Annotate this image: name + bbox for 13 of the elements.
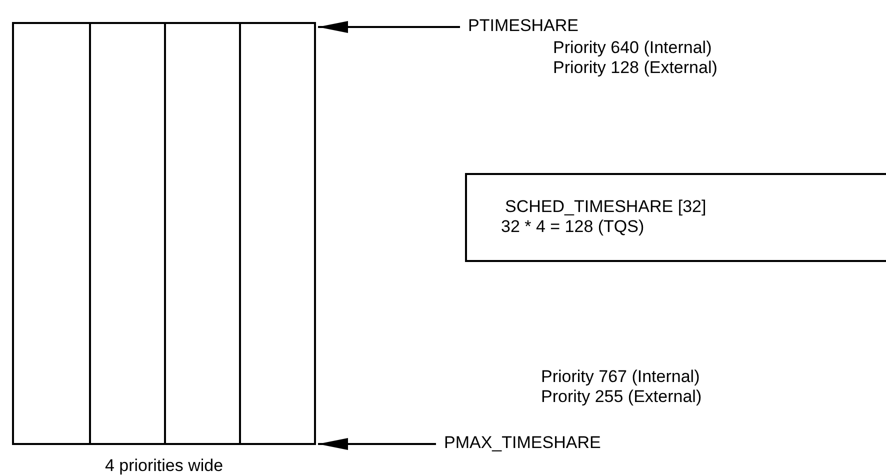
leader-arrow [318, 21, 460, 33]
priority-note: Priority 128 (External) [553, 58, 718, 78]
priority-table [12, 22, 316, 445]
leader-arrow [318, 438, 436, 450]
priority-note: Priority 640 (Internal) [553, 38, 712, 58]
width-caption: 4 priorities wide [104, 456, 224, 475]
state-name: PTIMESHARE [468, 16, 579, 38]
queue-box [465, 173, 886, 262]
queue-name: SCHED_TIMESHARE [32] [505, 197, 708, 217]
priority-note: Prority 255 (External) [541, 387, 702, 407]
state-name: PMAX_TIMESHARE [444, 433, 601, 455]
priority-note: Priority 767 (Internal) [541, 367, 700, 387]
queue-formula: 32 * 4 = 128 (TQS) [501, 217, 646, 237]
